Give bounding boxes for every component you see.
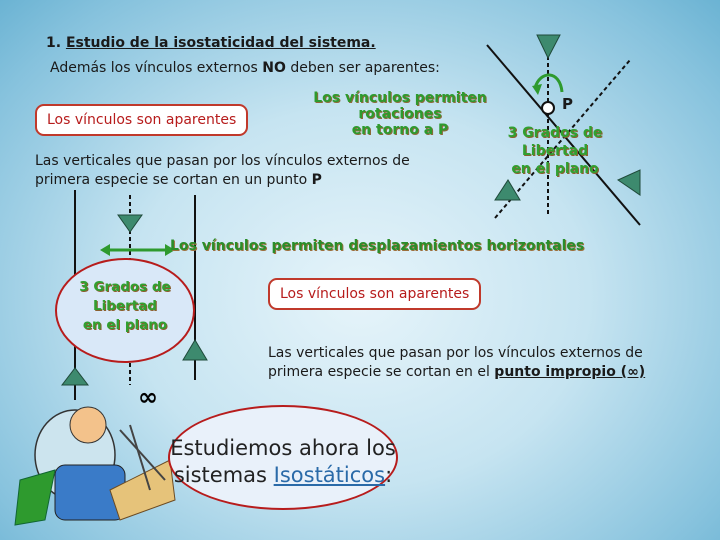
top-text-point: P (311, 172, 322, 188)
support-triangle-bottom-right (616, 169, 641, 196)
support-triangle-bottom-left (494, 179, 521, 201)
top-text-line1: Las verticales que pasan por los vínculo… (35, 153, 410, 169)
page-title: 1. Estudio de la isostaticidad del siste… (46, 35, 376, 51)
point-p-label: P (562, 95, 573, 113)
dof-note-top: 3 Grados de Libertad en el plano (505, 124, 605, 178)
apparent-label-middle: Los vínculos son aparentes (280, 286, 470, 302)
displacement-arrowhead-right-icon (165, 244, 175, 256)
rotation-line1: Los vínculos permiten rotaciones (313, 90, 487, 122)
support-triangle-right-bottom (182, 339, 208, 361)
bottom-cloud: Estudiemos ahora los sistemas Isostático… (168, 405, 398, 510)
heading-text: Estudio de la isostaticidad del sistema. (65, 35, 376, 51)
bottom-line1: Estudiemos ahora los (170, 436, 396, 460)
apparent-box-top: Los vínculos son aparentes (35, 104, 249, 136)
dof-cloud-middle: 3 Grados de Libertad en el plano (55, 258, 195, 363)
support-triangle-top (536, 34, 561, 60)
top-explanation: Las verticales que pasan por los vínculo… (35, 152, 410, 190)
horizontal-displacement-note: Los vínculos permiten desplazamientos ho… (170, 238, 585, 254)
apparent-box-middle: Los vínculos son aparentes (268, 278, 482, 310)
heading-number: 1. (46, 35, 62, 51)
support-triangle-left-bottom (60, 367, 90, 386)
dof-mid-line3: en el plano (82, 317, 168, 333)
intro-no: NO (262, 60, 286, 76)
intro-before: Además los vínculos externos (50, 60, 263, 76)
mid-text-point-improper: punto impropio (∞) (494, 364, 646, 380)
mid-text-line1: Las verticales que pasan por los vínculo… (268, 345, 643, 361)
intro-text: Además los vínculos externos NO deben se… (50, 60, 440, 76)
infinity-symbol: ∞ (138, 383, 158, 411)
rotation-note: Los vínculos permiten rotaciones en torn… (275, 90, 525, 138)
dof-top-line3: en el plano (511, 161, 599, 177)
apparent-label-top: Los vínculos son aparentes (47, 112, 237, 128)
point-p-marker (541, 101, 555, 115)
dof-mid-line1: 3 Grados de (79, 279, 171, 295)
mid-text-line2-before: primera especie se cortan en el (268, 364, 495, 380)
dof-top-line1: 3 Grados de (507, 125, 603, 141)
intro-after: deben ser aparentes: (285, 60, 440, 76)
engineer-illustration (14, 406, 176, 526)
bottom-line2-before: sistemas (173, 463, 274, 487)
rotation-arrow-icon (533, 73, 564, 93)
bottom-highlight: Isostáticos (273, 463, 386, 487)
support-triangle-mid-top (117, 214, 143, 233)
rotation-line2-point: P (438, 122, 449, 138)
dof-mid-line2: Libertad (93, 298, 157, 314)
top-text-line2-before: primera especie se cortan en un punto (35, 172, 312, 188)
support-line-left (486, 44, 641, 226)
displacement-arrowhead-left-icon (100, 244, 110, 256)
rotation-arrowhead-icon (532, 84, 542, 95)
dof-top-line2: Libertad (521, 143, 589, 159)
bottom-line2-after: : (385, 463, 393, 487)
middle-explanation: Las verticales que pasan por los vínculo… (268, 344, 688, 382)
rotation-line2-before: en torno a (351, 122, 439, 138)
